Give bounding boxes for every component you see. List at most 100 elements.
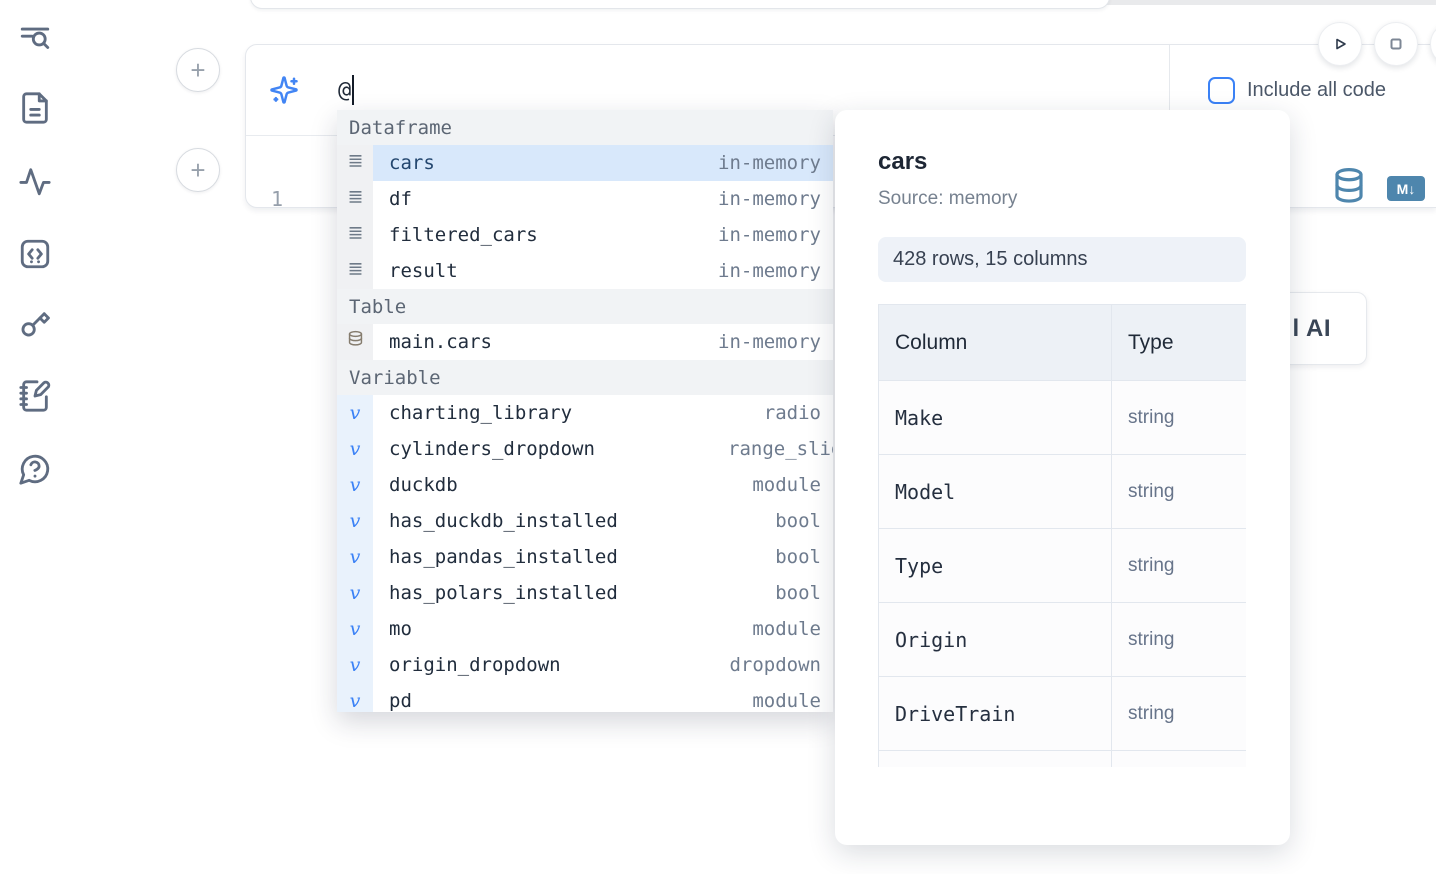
document-icon[interactable] (18, 91, 54, 127)
autocomplete-item-has_pandas_installed[interactable]: v has_pandas_installed bool (337, 539, 833, 575)
item-name: filtered_cars (389, 224, 538, 246)
item-name: result (389, 260, 458, 282)
item-name: pd (389, 690, 412, 712)
include-all-code-checkbox[interactable] (1208, 77, 1235, 104)
variable-icon: v (337, 647, 373, 683)
help-chat-icon[interactable] (18, 452, 54, 488)
add-cell-above-button[interactable]: + (176, 48, 220, 92)
include-all-code-label: Include all code (1247, 79, 1386, 101)
item-type: in-memory (718, 224, 821, 246)
autocomplete-section-header: Variable (337, 360, 833, 395)
item-name: has_polars_installed (389, 582, 618, 604)
preview-summary-badge: 428 rows, 15 columns (878, 237, 1246, 282)
column-name: Type (878, 528, 1112, 603)
code-snippets-icon[interactable] (18, 237, 54, 273)
schema-header-type: Type (1111, 304, 1246, 381)
autocomplete-item-origin_dropdown[interactable]: v origin_dropdown dropdown (337, 647, 833, 683)
autocomplete-item-cars[interactable]: cars in-memory (337, 145, 833, 181)
variable-icon: v (337, 503, 373, 539)
item-name: mo (389, 618, 412, 640)
item-type: range_slider (728, 438, 833, 460)
line-number: 1 (271, 187, 284, 211)
autocomplete-item-charting_library[interactable]: v charting_library radio (337, 395, 833, 431)
dataframe-rows-icon (337, 217, 373, 253)
text-caret (352, 75, 355, 105)
variable-icon: v (337, 575, 373, 611)
item-type: radio (763, 402, 821, 424)
column-name: Origin (878, 602, 1112, 677)
item-type: module (752, 618, 821, 640)
column-type: string (1111, 454, 1246, 529)
ai-label-fragment: AI (1306, 314, 1331, 342)
autocomplete-section-header: Table (337, 289, 833, 324)
run-cell-button[interactable] (1318, 22, 1362, 66)
item-type: in-memory (718, 152, 821, 174)
item-type: module (752, 690, 821, 712)
prompt-value: @ (338, 77, 352, 103)
variable-icon: v (337, 611, 373, 647)
variable-icon: v (337, 467, 373, 503)
variable-icon: v (337, 431, 373, 467)
column-name: DriveTrain (878, 676, 1112, 751)
dataframe-preview-panel: cars Source: memory 428 rows, 15 columns… (835, 110, 1290, 845)
preview-source: Source: memory (878, 188, 1018, 209)
item-name: has_duckdb_installed (389, 510, 618, 532)
dataframe-rows-icon (337, 181, 373, 217)
variable-icon: v (337, 395, 373, 431)
item-name: origin_dropdown (389, 654, 561, 676)
item-type: dropdown (729, 654, 821, 676)
item-name: cars (389, 152, 435, 174)
item-name: charting_library (389, 402, 573, 424)
item-name: has_pandas_installed (389, 546, 618, 568)
database-connection-icon[interactable] (1333, 167, 1365, 205)
include-all-code-zone: Include all code (1170, 45, 1436, 136)
item-type: module (752, 474, 821, 496)
dataframe-rows-icon (337, 253, 373, 289)
key-icon[interactable] (18, 306, 54, 342)
code-editor-area[interactable]: 1 (246, 137, 1436, 211)
item-name: duckdb (389, 474, 458, 496)
dataframe-rows-icon (337, 145, 373, 181)
add-cell-below-button[interactable]: + (176, 148, 220, 192)
database-icon (337, 324, 373, 360)
ai-label-clipped-stroke: l (1292, 314, 1300, 342)
item-name: df (389, 188, 412, 210)
item-name: cylinders_dropdown (389, 438, 595, 460)
item-type: in-memory (718, 331, 821, 353)
autocomplete-item-has_polars_installed[interactable]: v has_polars_installed bool (337, 575, 833, 611)
markdown-convert-icon[interactable]: M↓ (1387, 176, 1425, 201)
column-type: string (1111, 602, 1246, 677)
column-type: string (1111, 528, 1246, 603)
column-type: string (1111, 380, 1246, 455)
variable-icon: v (337, 683, 373, 712)
item-type: bool (775, 546, 821, 568)
item-type: in-memory (718, 188, 821, 210)
autocomplete-item-df[interactable]: df in-memory (337, 181, 833, 217)
schema-header-column: Column (878, 304, 1112, 381)
item-type: bool (775, 582, 821, 604)
schema-row-partial (878, 750, 1246, 767)
list-search-icon[interactable] (18, 22, 54, 58)
stop-button[interactable] (1374, 22, 1418, 66)
autocomplete-item-filtered_cars[interactable]: filtered_cars in-memory (337, 217, 833, 253)
activity-icon[interactable] (18, 164, 54, 200)
notebook-pen-icon[interactable] (18, 379, 54, 415)
autocomplete-item-cylinders_dropdown[interactable]: v cylinders_dropdown range_slider (337, 431, 833, 467)
sparkles-icon (269, 75, 299, 105)
column-name: Make (878, 380, 1112, 455)
column-type: string (1111, 676, 1246, 751)
variable-icon: v (337, 539, 373, 575)
